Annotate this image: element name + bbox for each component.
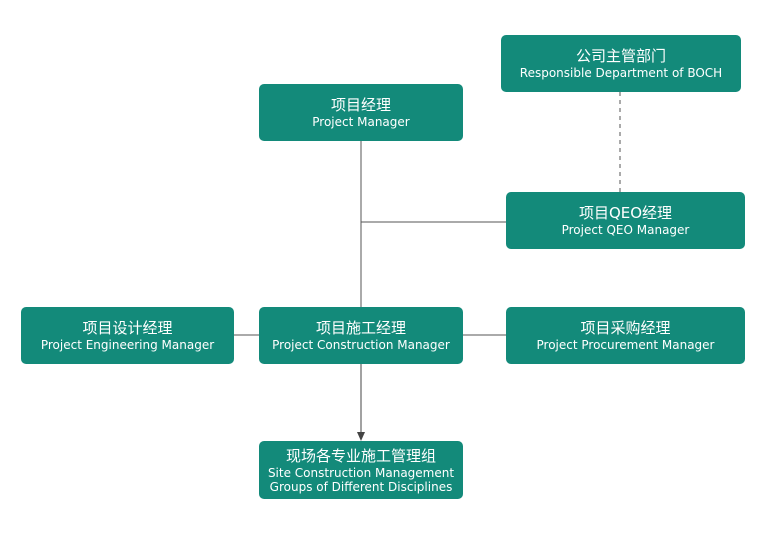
node-boch-department-en: Responsible Department of BOCH — [519, 65, 723, 80]
node-project-manager[interactable]: 项目经理 Project Manager — [259, 84, 463, 141]
node-construction-manager-zh: 项目施工经理 — [315, 318, 406, 337]
node-boch-department[interactable]: 公司主管部门 Responsible Department of BOCH — [501, 35, 741, 92]
node-qeo-manager-en: Project QEO Manager — [561, 222, 690, 237]
node-boch-department-zh: 公司主管部门 — [575, 46, 666, 65]
node-construction-manager-en: Project Construction Manager — [272, 337, 450, 352]
node-site-construction-groups-en-line2: Groups of Different Disciplines — [269, 479, 453, 494]
node-site-construction-groups[interactable]: 现场各专业施工管理组 Site Construction Management … — [259, 441, 463, 499]
node-engineering-manager[interactable]: 项目设计经理 Project Engineering Manager — [21, 307, 234, 364]
node-site-construction-groups-en-line1: Site Construction Management — [267, 465, 455, 480]
node-construction-manager[interactable]: 项目施工经理 Project Construction Manager — [259, 307, 463, 364]
node-procurement-manager-en: Project Procurement Manager — [536, 337, 715, 352]
node-project-manager-en: Project Manager — [312, 114, 410, 129]
node-project-manager-zh: 项目经理 — [330, 95, 391, 114]
node-procurement-manager-zh: 项目采购经理 — [580, 318, 671, 337]
node-qeo-manager-zh: 项目QEO经理 — [578, 203, 673, 222]
node-site-construction-groups-zh: 现场各专业施工管理组 — [285, 446, 436, 465]
node-engineering-manager-en: Project Engineering Manager — [40, 337, 215, 352]
node-engineering-manager-zh: 项目设计经理 — [82, 318, 173, 337]
node-qeo-manager[interactable]: 项目QEO经理 Project QEO Manager — [506, 192, 745, 249]
node-procurement-manager[interactable]: 项目采购经理 Project Procurement Manager — [506, 307, 745, 364]
